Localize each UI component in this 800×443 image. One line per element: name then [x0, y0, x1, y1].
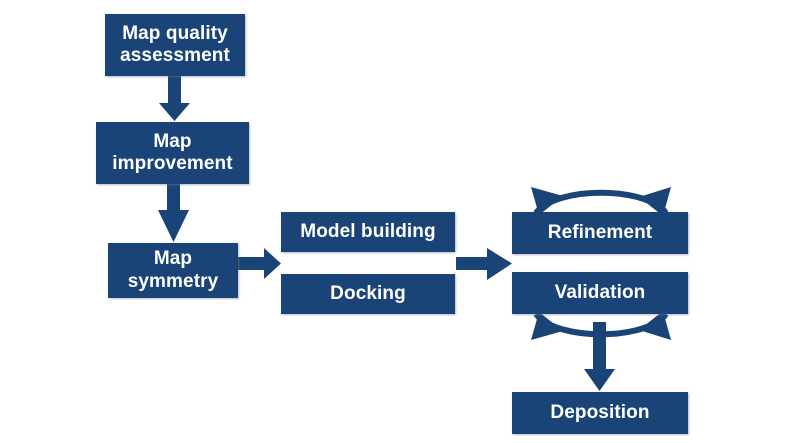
node-docking[interactable]: Docking — [281, 274, 455, 314]
node-label: Refinement — [547, 221, 653, 243]
node-refinement[interactable]: Refinement — [512, 212, 688, 254]
arrow-assessment-to-improvement — [159, 76, 190, 121]
node-label: Model building — [300, 220, 436, 242]
arrow-cycle-to-deposition — [584, 322, 615, 391]
arrow-improvement-to-symmetry — [158, 184, 189, 242]
node-map-quality-assessment[interactable]: Map quality assessment — [105, 14, 245, 76]
arc-refinement-validation-bottom — [531, 311, 671, 340]
arrow-symmetry-to-building-docking — [238, 248, 281, 279]
node-label: Map symmetry — [127, 248, 219, 292]
node-label: Deposition — [550, 401, 650, 423]
node-map-symmetry[interactable]: Map symmetry — [108, 243, 238, 298]
node-deposition[interactable]: Deposition — [512, 392, 688, 434]
node-label: Map improvement — [112, 130, 233, 174]
node-map-improvement[interactable]: Map improvement — [96, 122, 249, 184]
node-label: Docking — [330, 282, 406, 304]
node-validation[interactable]: Validation — [512, 272, 688, 314]
arrow-building-docking-to-refinement — [456, 248, 512, 280]
node-label: Map quality assessment — [120, 22, 230, 66]
node-model-building[interactable]: Model building — [281, 212, 455, 252]
node-label: Validation — [554, 281, 646, 303]
